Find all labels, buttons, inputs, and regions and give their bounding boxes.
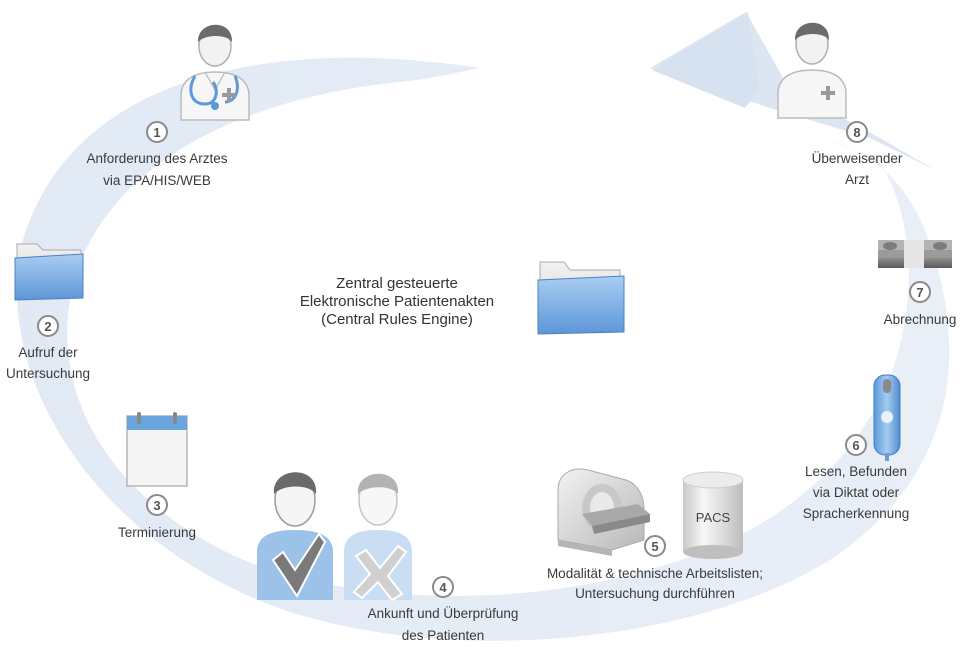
step-2: 2 Aufruf der Untersuchung	[6, 315, 90, 381]
folder-icon	[14, 243, 84, 301]
step-label-line: Untersuchung	[6, 366, 90, 381]
step-number: 2	[44, 319, 51, 334]
ct-scanner-icon	[557, 468, 650, 556]
step-6: 6 Lesen, Befunden via Diktat oder Sprach…	[803, 434, 910, 521]
center-title: Zentral gesteuerte Elektronische Patient…	[300, 275, 494, 328]
step-label-line: Modalität & technische Arbeitslisten;	[547, 566, 763, 581]
step-number: 3	[153, 498, 160, 513]
doctor-stethoscope-icon	[180, 24, 250, 121]
step-badge	[845, 434, 867, 456]
step-7: 7 Abrechnung	[884, 281, 957, 327]
center-title-line-2: Elektronische Patientenakten	[300, 293, 494, 310]
step-label-line: Aufruf der	[18, 345, 78, 360]
step-label-line: via Diktat oder	[813, 485, 900, 500]
step-label-line: Arzt	[845, 172, 869, 187]
step-badge	[644, 535, 666, 557]
step-5: 5 Modalität & technische Arbeitslisten; …	[547, 535, 763, 601]
patient-verified-icon	[257, 472, 333, 600]
step-label-line: Untersuchung durchführen	[575, 586, 735, 601]
step-badge	[37, 315, 59, 337]
step-badge	[146, 121, 168, 143]
dictation-device-icon	[873, 374, 901, 461]
step-badge	[909, 281, 931, 303]
step-label-line: Lesen, Befunden	[805, 464, 907, 479]
patient-rejected-icon	[344, 473, 412, 602]
step-8: 8 Überweisender Arzt	[812, 121, 903, 187]
step-label-line: Überweisender	[812, 151, 903, 166]
referring-doctor-icon	[777, 22, 847, 119]
step-number: 8	[853, 125, 860, 140]
step-badge	[146, 494, 168, 516]
pacs-label: PACS	[696, 510, 731, 525]
money-stack-icon	[878, 240, 952, 268]
step-badge	[846, 121, 868, 143]
step-badge	[432, 576, 454, 598]
step-label-line: via EPA/HIS/WEB	[103, 173, 211, 188]
center-title-line-1: Zentral gesteuerte	[336, 275, 458, 292]
step-label-line: Abrechnung	[884, 312, 957, 327]
step-number: 4	[439, 580, 447, 595]
step-3: 3 Terminierung	[118, 494, 196, 540]
center-title-line-3: (Central Rules Engine)	[321, 311, 473, 328]
step-label-line: Anforderung des Arztes	[86, 151, 227, 166]
step-number: 5	[651, 539, 658, 554]
step-1: 1 Anforderung des Arztes via EPA/HIS/WEB	[86, 121, 228, 188]
step-4: 4 Ankunft und Überprüfung des Patienten	[368, 576, 519, 643]
step-label-line: Spracherkennung	[803, 506, 910, 521]
step-number: 1	[153, 125, 160, 140]
step-number: 7	[916, 285, 923, 300]
step-label-line: Terminierung	[118, 525, 196, 540]
central-folder-icon	[537, 261, 625, 335]
step-label-line: Ankunft und Überprüfung	[368, 606, 519, 621]
step-number: 6	[852, 438, 859, 453]
step-label-line: des Patienten	[402, 628, 485, 643]
pacs-database-icon: PACS	[682, 471, 744, 559]
calendar-icon	[126, 412, 188, 487]
